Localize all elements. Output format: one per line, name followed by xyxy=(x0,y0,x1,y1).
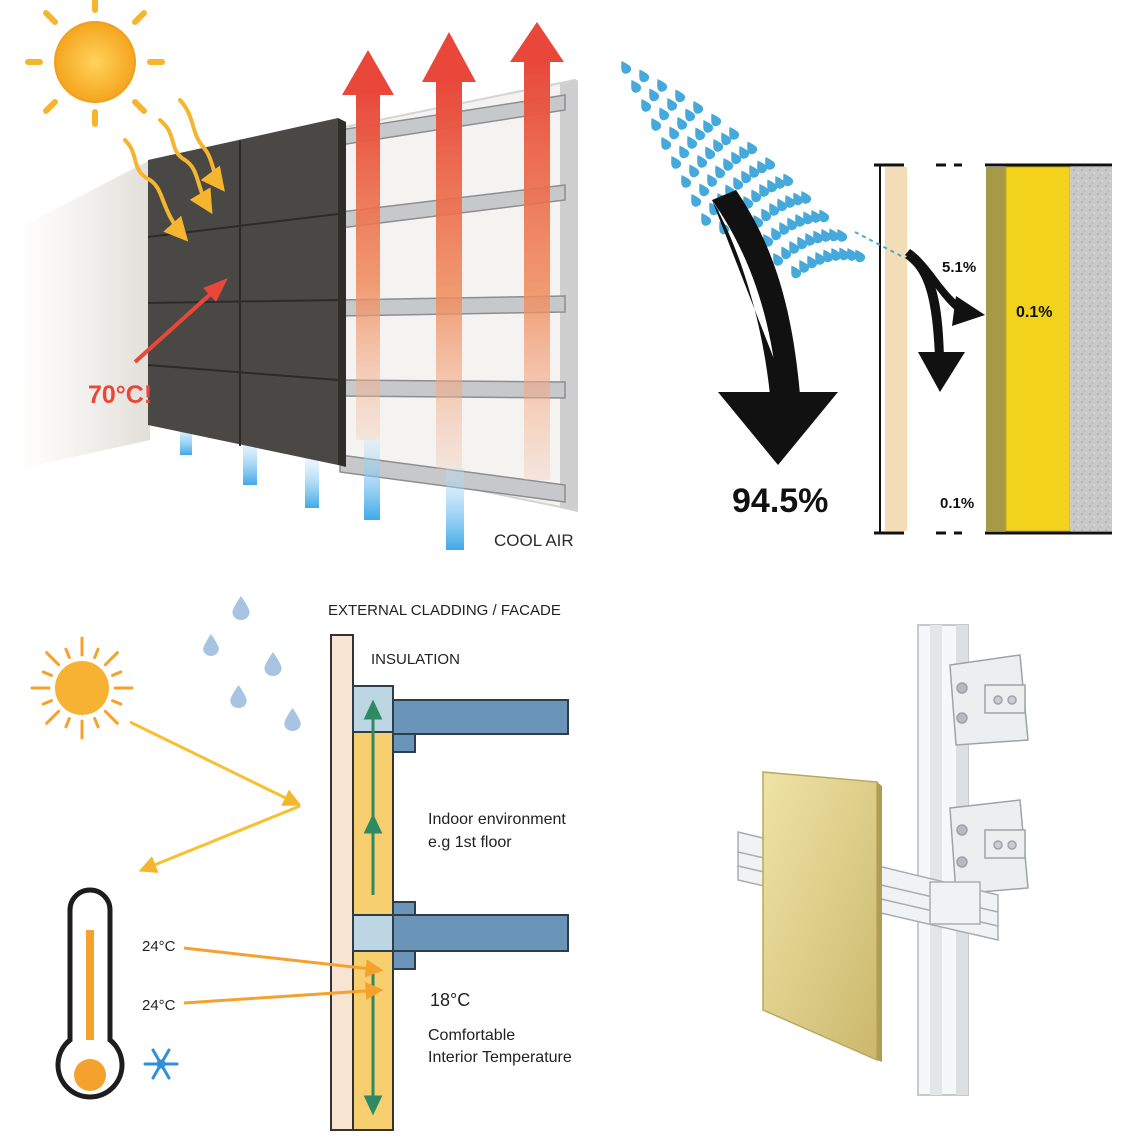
upper-bracket xyxy=(949,654,1029,746)
external-cladding xyxy=(330,634,354,1131)
thermal-comfort-panel: EXTERNAL CLADDING / FACADE INSULATION In… xyxy=(30,596,572,1131)
sun-outline-icon xyxy=(30,636,134,740)
floor-slab-lower xyxy=(352,901,569,970)
cavity-percent: 5.1% xyxy=(942,259,976,276)
hot-temperature-label: 70°C! xyxy=(88,381,152,409)
inside-temp: 18°C xyxy=(430,990,470,1010)
thermometer-icon xyxy=(55,887,125,1100)
mineral-wool-board xyxy=(762,771,882,1062)
cavity-water-arrows xyxy=(905,249,985,392)
heat-transfer-arrows xyxy=(183,946,384,1005)
rain-drop xyxy=(635,66,651,85)
lower-bracket xyxy=(949,799,1029,895)
outside-temp-lower: 24°C xyxy=(142,997,176,1014)
facade-bracket-product-panel xyxy=(737,624,1029,1096)
cool-air-label: COOL AIR xyxy=(494,531,574,550)
comfort-label-line2: Interior Temperature xyxy=(428,1049,572,1066)
deflected-rain-percent: 94.5% xyxy=(732,482,828,520)
bottom-percent: 0.1% xyxy=(940,495,974,512)
cladding-label: EXTERNAL CLADDING / FACADE xyxy=(328,602,561,619)
rain-drop xyxy=(617,58,633,76)
cladding-panels xyxy=(147,118,346,467)
hot-surface-arrow xyxy=(133,278,228,364)
insulation-percent: 0.1% xyxy=(1016,304,1052,321)
solar-radiation-arrows xyxy=(123,98,225,242)
reflected-sunlight-arrows xyxy=(129,720,302,873)
snowflake-icon xyxy=(143,1048,179,1080)
comfort-label-line1: Comfortable xyxy=(428,1027,515,1044)
indoor-label-line1: Indoor environment xyxy=(428,811,566,828)
rain-penetration-panel: 94.5% 5.1% 0.1% 0.1% xyxy=(617,58,1112,535)
concrete-layer xyxy=(1070,167,1112,531)
insulation-layer xyxy=(1005,166,1071,532)
ventilated-facade-panel: 70°C! COOL AIR xyxy=(15,0,578,550)
sun-icon xyxy=(25,0,165,127)
deflected-rain-arrow xyxy=(712,190,838,465)
rising-hot-air-arrows xyxy=(342,22,564,480)
wall-shadow xyxy=(15,160,150,470)
rain-drops-small-icon xyxy=(203,596,301,731)
indoor-label-line2: e.g 1st floor xyxy=(428,834,512,851)
rain-drop xyxy=(653,76,669,94)
cool-air-inflow xyxy=(180,425,464,550)
wall-section xyxy=(874,163,1112,535)
membrane-layer xyxy=(986,167,1006,531)
outside-temp-upper: 24°C xyxy=(142,938,176,955)
insulation-label: INSULATION xyxy=(371,651,460,668)
cladding-layer xyxy=(885,167,907,531)
rain-trajectory-line xyxy=(854,231,906,259)
